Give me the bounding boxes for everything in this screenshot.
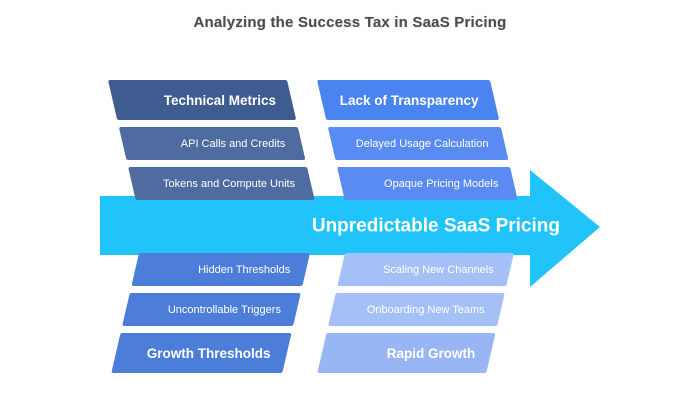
box-delayed-usage-calculation: Delayed Usage Calculation — [327, 127, 509, 160]
box-uncontrollable-triggers: Uncontrollable Triggers — [122, 293, 301, 326]
box-label: Technical Metrics — [163, 92, 276, 108]
box-label: Growth Thresholds — [147, 345, 271, 361]
box-technical-metrics: Technical Metrics — [108, 80, 297, 120]
box-label: Delayed Usage Calculation — [355, 137, 489, 150]
column-lack-of-transparency: Lack of Transparency Delayed Usage Calcu… — [317, 80, 519, 207]
box-label: Hidden Thresholds — [198, 263, 291, 276]
box-tokens-and-compute-units: Tokens and Compute Units — [128, 167, 315, 200]
column-technical-metrics: Technical Metrics API Calls and Credits … — [108, 80, 316, 207]
column-growth-thresholds: Hidden Thresholds Uncontrollable Trigger… — [110, 253, 310, 380]
box-label: API Calls and Credits — [181, 137, 286, 150]
box-label: Rapid Growth — [386, 345, 475, 361]
box-scaling-new-channels: Scaling New Channels — [337, 253, 514, 286]
box-label: Tokens and Compute Units — [162, 177, 295, 190]
box-opaque-pricing-models: Opaque Pricing Models — [337, 167, 518, 200]
box-lack-of-transparency: Lack of Transparency — [317, 80, 500, 120]
box-api-calls-and-credits: API Calls and Credits — [118, 127, 306, 160]
box-label: Onboarding New Teams — [367, 303, 485, 316]
box-label: Lack of Transparency — [339, 92, 479, 108]
box-hidden-thresholds: Hidden Thresholds — [131, 253, 310, 286]
box-label: Scaling New Channels — [383, 263, 495, 276]
column-rapid-growth: Scaling New Channels Onboarding New Team… — [316, 253, 514, 380]
box-rapid-growth: Rapid Growth — [317, 333, 496, 373]
box-label: Uncontrollable Triggers — [167, 303, 281, 316]
page-title: Analyzing the Success Tax in SaaS Pricin… — [193, 14, 507, 31]
box-onboarding-new-teams: Onboarding New Teams — [328, 293, 505, 326]
box-label: Opaque Pricing Models — [383, 177, 498, 190]
box-growth-thresholds: Growth Thresholds — [111, 333, 292, 373]
arrow-label: Unpredictable SaaS Pricing — [311, 215, 560, 237]
